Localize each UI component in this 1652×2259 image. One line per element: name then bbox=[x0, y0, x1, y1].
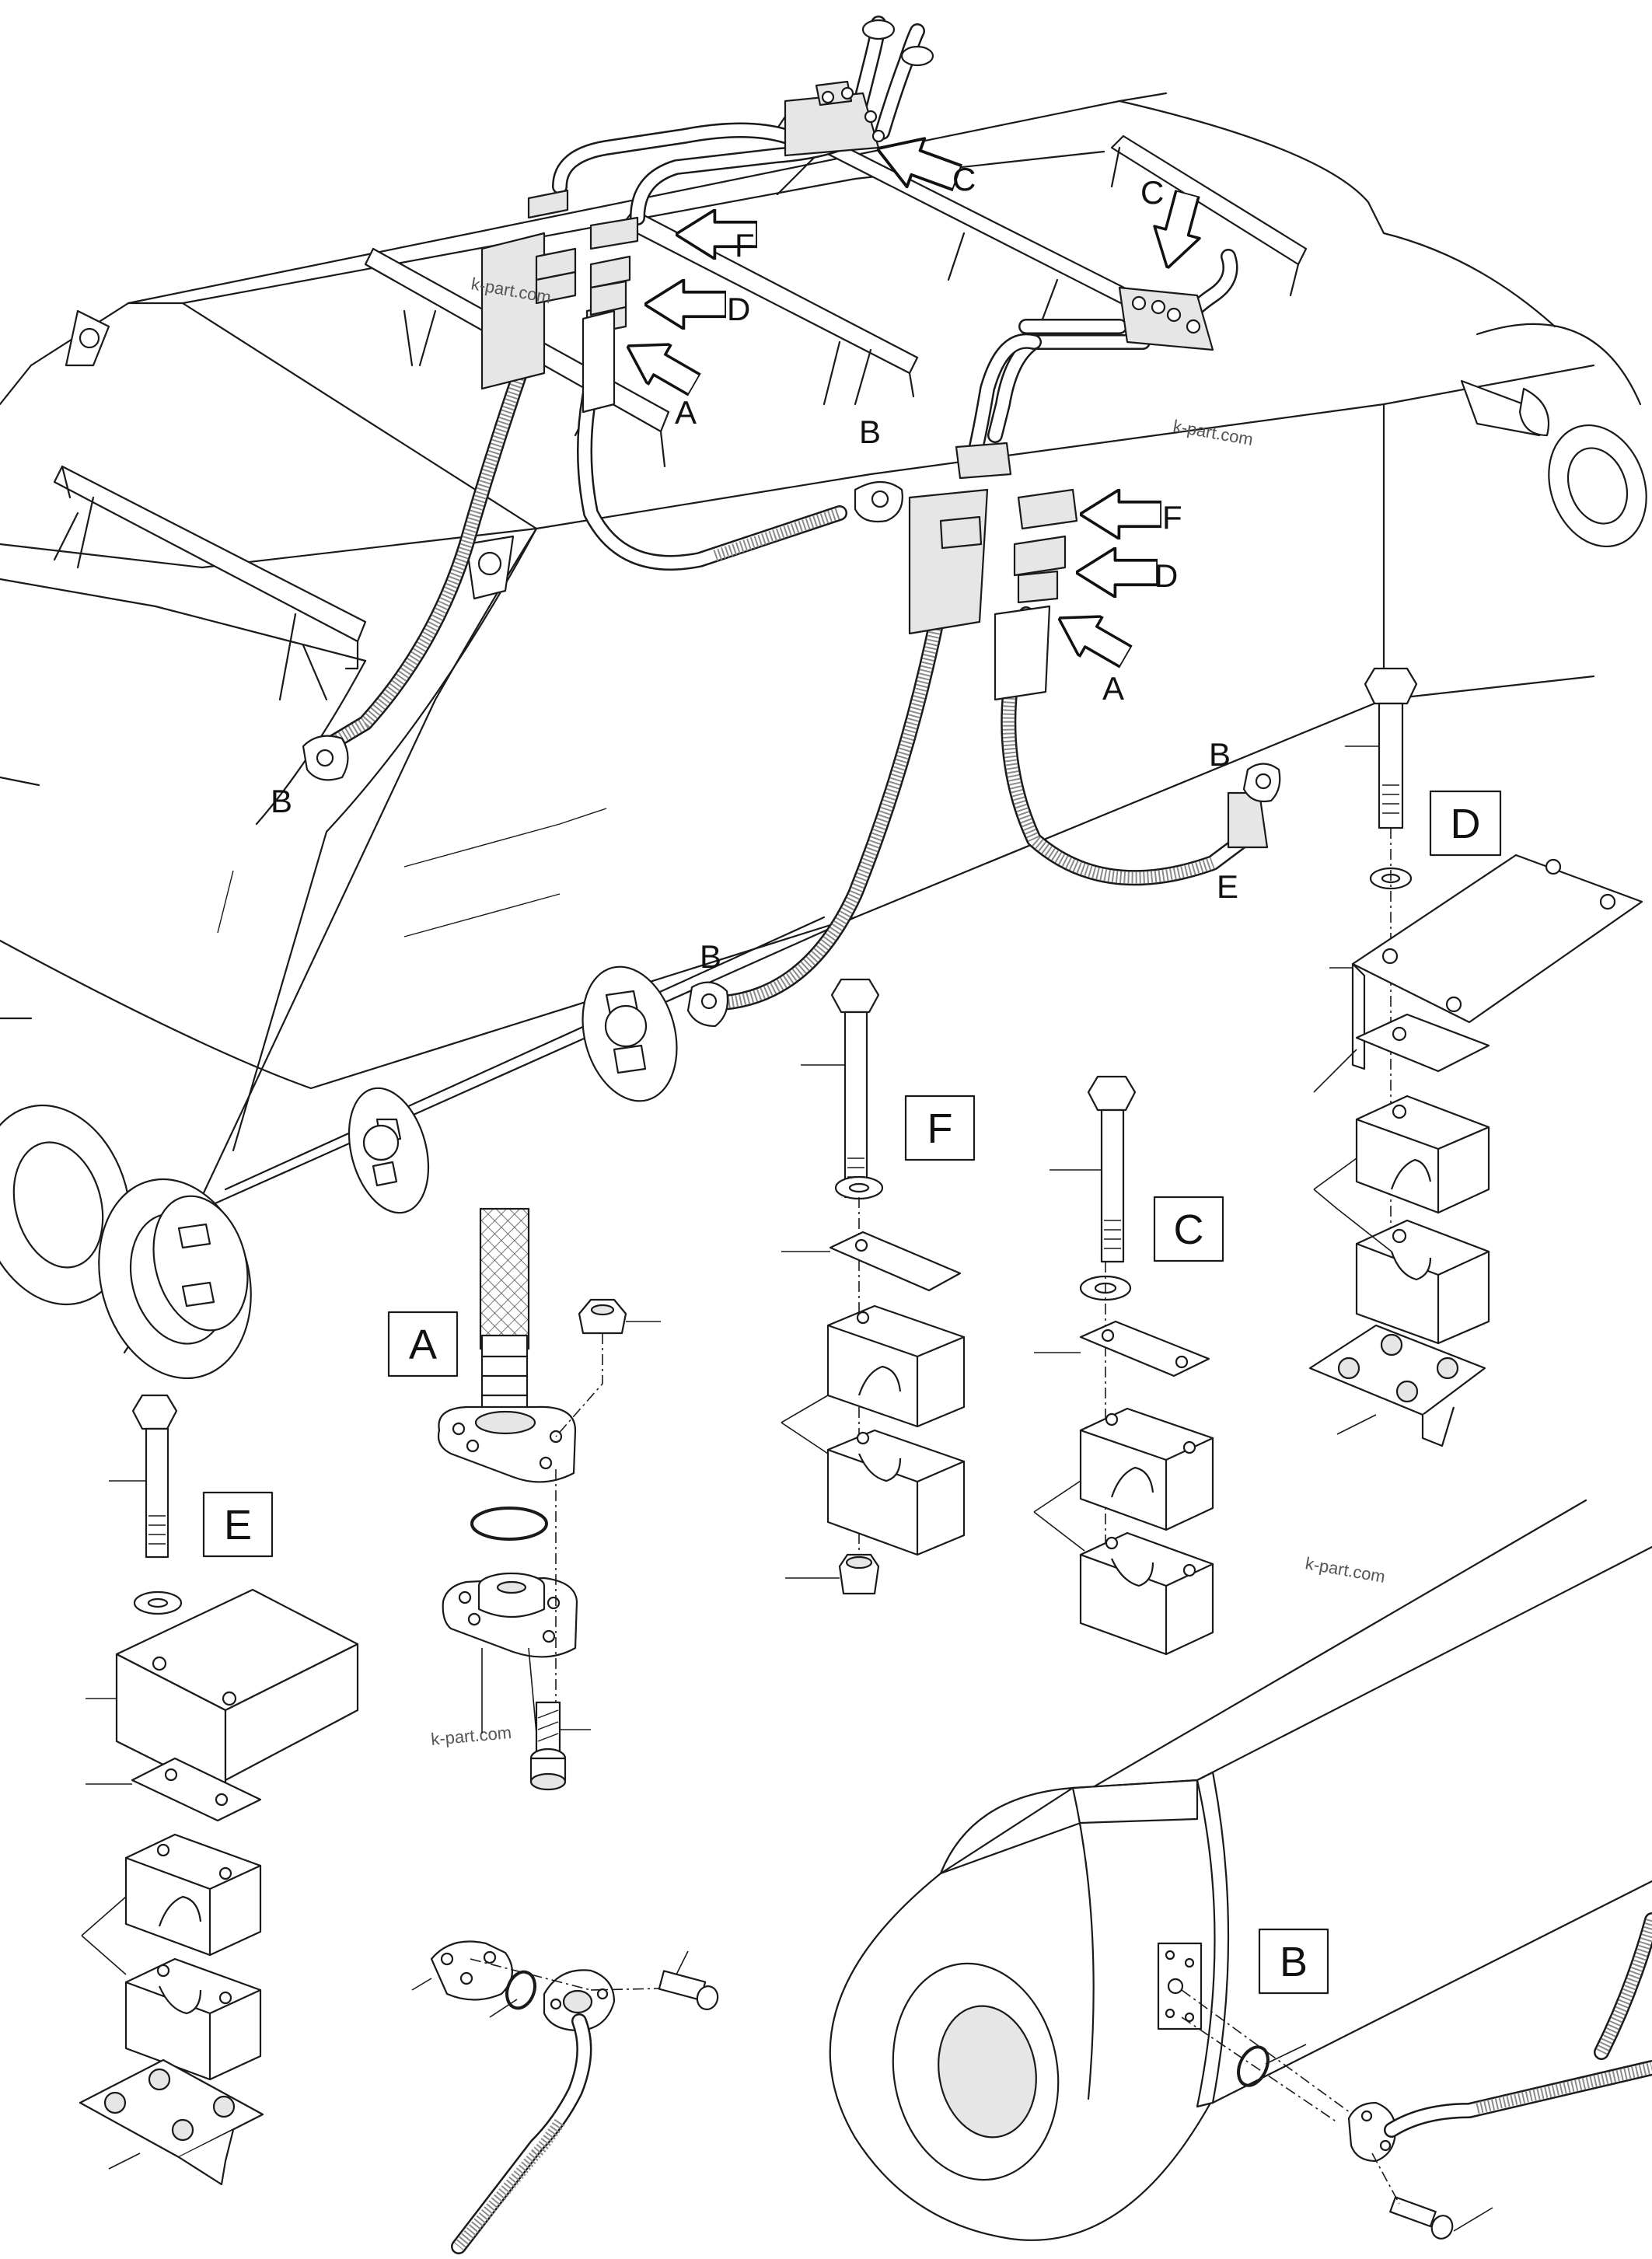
callout-F-right: F bbox=[1162, 499, 1182, 536]
callout-B-lower: B bbox=[700, 938, 721, 975]
detail-E: E bbox=[79, 1394, 359, 2186]
pin-plate-2 bbox=[582, 965, 678, 1102]
detail-A: A bbox=[387, 1207, 661, 1791]
flange-end-left bbox=[302, 735, 349, 781]
callout-B-right: B bbox=[1209, 736, 1231, 773]
detail-label-C: C bbox=[1174, 1206, 1204, 1253]
detail-box-A bbox=[387, 1311, 459, 1377]
pin-plate-3 bbox=[152, 1195, 249, 1332]
detail-box-D bbox=[1429, 790, 1502, 857]
detail-C: C bbox=[1033, 1075, 1224, 1656]
flange-end-lower bbox=[686, 981, 729, 1028]
detail-label-E: E bbox=[224, 1502, 252, 1548]
callout-E-right: E bbox=[1217, 868, 1238, 905]
watermark-3: k-part.com bbox=[430, 1723, 512, 1749]
callout-C-right: C bbox=[1140, 174, 1164, 211]
clamp-blocks-top bbox=[784, 80, 1214, 351]
detail-box-C bbox=[1153, 1196, 1224, 1262]
detail-F: F bbox=[781, 978, 976, 1595]
callout-D-right: D bbox=[1154, 557, 1178, 594]
flange-connection-detail bbox=[411, 1940, 719, 2254]
callout-F-left: F bbox=[735, 227, 755, 264]
detail-D: D bbox=[1308, 667, 1643, 1447]
clamp-blocks-right bbox=[908, 442, 1269, 849]
watermark-4: k-part.com bbox=[1304, 1553, 1387, 1587]
callout-C-top: C bbox=[952, 161, 976, 197]
hose-left-outer bbox=[319, 122, 793, 754]
callout-A-right: A bbox=[1102, 670, 1124, 707]
callout-A-left: A bbox=[675, 394, 697, 431]
boom-structure bbox=[0, 92, 1647, 1380]
detail-label-F: F bbox=[927, 1105, 953, 1152]
watermark-2: k-part.com bbox=[1172, 416, 1255, 449]
detail-label-D: D bbox=[1451, 801, 1481, 847]
detail-box-B bbox=[1258, 1928, 1329, 1995]
detail-label-A: A bbox=[409, 1322, 437, 1368]
flange-end-right bbox=[1242, 763, 1281, 803]
flange-end-middle bbox=[854, 481, 903, 523]
detail-box-E bbox=[202, 1491, 274, 1558]
detail-B: B bbox=[829, 1499, 1652, 2241]
callout-B-left: B bbox=[271, 783, 292, 819]
callout-D-left: D bbox=[727, 291, 750, 327]
detail-label-B: B bbox=[1280, 1939, 1308, 1985]
clamp-blocks-left bbox=[480, 189, 639, 414]
callout-B-middle: B bbox=[859, 414, 881, 450]
detail-box-F bbox=[904, 1095, 976, 1161]
pin-plate-1 bbox=[348, 1087, 430, 1214]
